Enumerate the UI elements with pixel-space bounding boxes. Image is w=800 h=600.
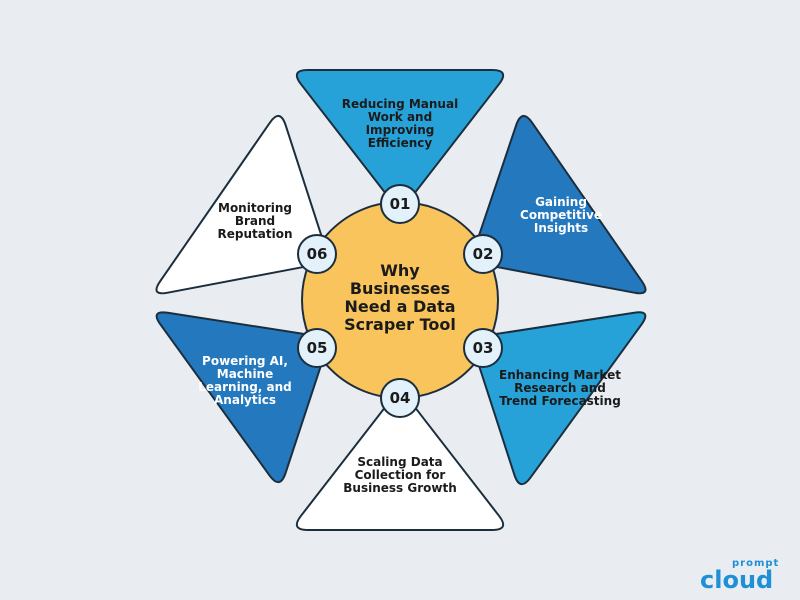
segment-05-line-3: Learning, and [198, 380, 292, 394]
segment-01-line-4: Efficiency [367, 136, 433, 150]
segment-04-line-3: Business Growth [343, 481, 457, 495]
badge-03-number: 03 [472, 339, 494, 357]
badge-01-number: 01 [389, 195, 411, 213]
center-title-line-1: Why [380, 261, 420, 280]
segment-03-line-3: Trend Forecasting [499, 394, 621, 408]
segment-01-line-1: Reducing Manual [341, 97, 459, 111]
segment-04-line-2: Collection for [354, 468, 446, 482]
segment-05-line-4: Analytics [214, 393, 276, 407]
center-title-line-2: Businesses [349, 279, 451, 298]
segment-06-line-1: Monitoring [218, 201, 292, 215]
segment-01-line-2: Work and [367, 110, 433, 124]
segment-02-line-2: Competitive [520, 208, 602, 222]
segment-06-label: Monitoring Brand Reputation [180, 202, 330, 241]
segment-06-line-3: Reputation [217, 227, 293, 241]
badge-06-number: 06 [306, 245, 328, 263]
segment-04-line-1: Scaling Data [357, 455, 443, 469]
segment-05-line-1: Powering AI, [202, 354, 288, 368]
badge-03-circle [463, 328, 503, 368]
segment-04-label: Scaling Data Collection for Business Gro… [320, 456, 480, 495]
logo-small-text: prompt [732, 558, 780, 569]
promptcloud-logo: prompt cloud [700, 558, 792, 594]
segment-06-line-2: Brand [234, 214, 276, 228]
segment-05-label: Powering AI, Machine Learning, and Analy… [170, 355, 320, 407]
center-title-line-4: Scraper Tool [344, 315, 456, 334]
badge-05-number: 05 [306, 339, 328, 357]
segment-05-line-2: Machine [216, 367, 274, 381]
center-title: Why Businesses Need a Data Scraper Tool [320, 262, 480, 334]
segment-02-line-3: Insights [533, 221, 589, 235]
segment-03-line-2: Research and [514, 381, 606, 395]
badge-01-circle [380, 184, 420, 224]
segment-01-label: Reducing Manual Work and Improving Effic… [318, 98, 482, 150]
badge-04-circle [380, 378, 420, 418]
badge-05-circle [297, 328, 337, 368]
badge-06-circle [297, 234, 337, 274]
segment-02-line-1: Gaining [535, 195, 587, 209]
segment-02-label: Gaining Competitive Insights [486, 196, 636, 235]
center-title-line-3: Need a Data [344, 297, 456, 316]
logo-big-text: cloud [700, 566, 774, 594]
segment-03-label: Enhancing Market Research and Trend Fore… [480, 369, 640, 408]
segment-03-line-1: Enhancing Market [499, 368, 621, 382]
badge-02-number: 02 [472, 245, 494, 263]
segment-01-line-3: Improving [365, 123, 435, 137]
badge-02-circle [463, 234, 503, 274]
badge-04-number: 04 [389, 389, 411, 407]
